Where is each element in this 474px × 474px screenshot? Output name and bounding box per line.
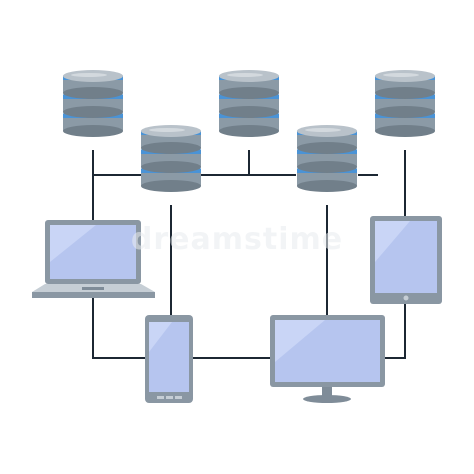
desktop-monitor-icon: [270, 315, 385, 403]
database-server-icon: [375, 70, 435, 137]
database-server-icon: [63, 70, 123, 137]
laptop-icon: [32, 220, 155, 298]
smartphone-icon: [145, 315, 193, 403]
connector-lines: [92, 150, 406, 359]
connector-line: [385, 304, 406, 359]
connector-line: [92, 298, 145, 359]
diagram-nodes: [32, 70, 442, 403]
database-server-icon: [219, 70, 279, 137]
tablet-icon: [370, 216, 442, 304]
database-server-icon: [141, 125, 201, 192]
database-server-icon: [297, 125, 357, 192]
